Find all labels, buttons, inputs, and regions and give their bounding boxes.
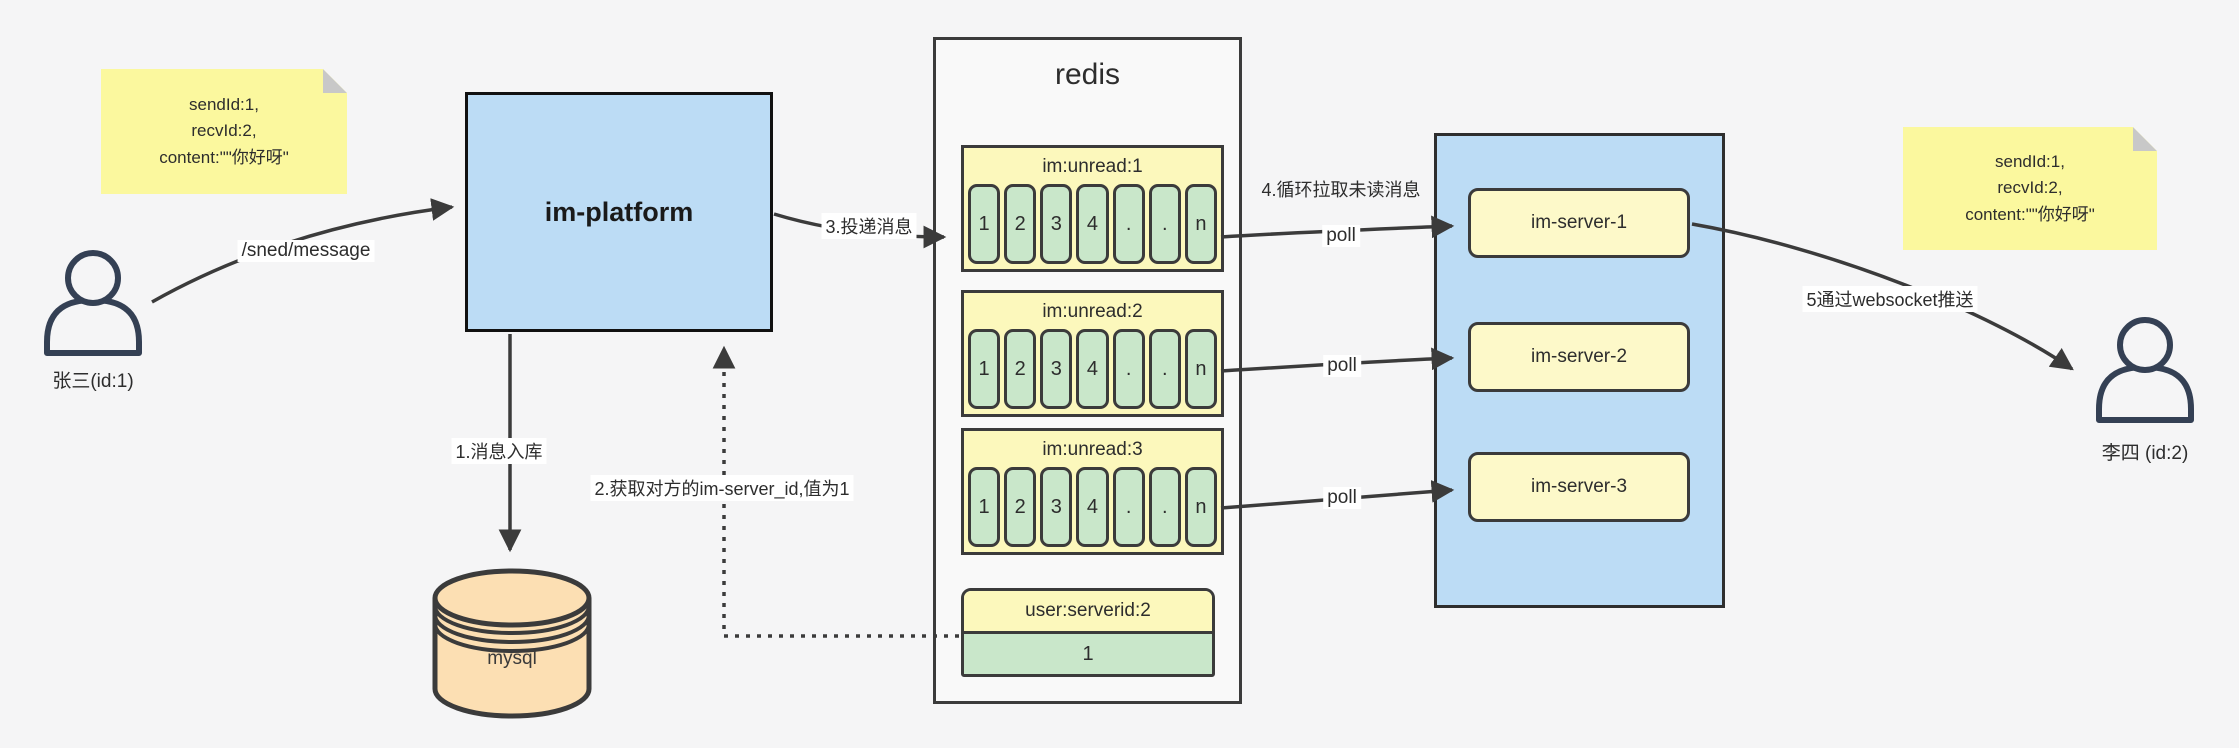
queue-cell: 3 [1040,329,1073,409]
mysql-label: mysql [487,648,537,669]
im-server-1-box: im-server-1 [1468,188,1690,258]
edge-label-store: 1.消息入库 [451,438,547,464]
redis-title: redis [1054,58,1121,91]
redis-kv-user-serverid: user:serverid:2 1 [961,588,1215,677]
note-line: recvId:2, [1997,178,2063,198]
note-line: content:""你好呀" [159,147,289,167]
edge-label-poll-2: poll [1323,355,1361,377]
redis-queue-unread-2: im:unread:2 1 2 3 4 . . n [961,290,1224,417]
im-platform-label: im-platform [544,196,694,227]
im-server-3-box: im-server-3 [1468,452,1690,522]
kv-value: 1 [964,634,1212,674]
note-line: sendId:1, [1995,151,2065,171]
queue-cell: 1 [968,329,1001,409]
queue-cell: 4 [1076,329,1109,409]
queue-cell: . [1148,329,1181,409]
edge-label-pull: 4.循环拉取未读消息 [1261,179,1421,200]
im-server-2-box: im-server-2 [1468,322,1690,392]
queue-cell: 1 [968,184,1001,264]
message-note-right: sendId:1, recvId:2, content:""你好呀" [1903,127,2157,250]
queue-cells: 1 2 3 4 . . n [964,184,1221,269]
note-line: sendId:1, [189,94,259,114]
im-server-cluster: im-server-1 im-server-2 im-server-3 [1434,133,1725,608]
queue-header: im:unread:1 [1042,156,1143,177]
queue-cell: n [1184,467,1217,547]
queue-cell: 4 [1076,467,1109,547]
edge-label-get-serverid: 2.获取对方的im-server_id,值为1 [590,475,854,501]
kv-header: user:serverid:2 [964,591,1212,634]
note-fold-corner [323,69,347,93]
queue-cells: 1 2 3 4 . . n [964,467,1221,552]
note-line: content:""你好呀" [1965,204,2095,224]
message-note-left: sendId:1, recvId:2, content:""你好呀" [101,69,347,194]
queue-cell: 2 [1004,467,1037,547]
edge-label-poll-3: poll [1323,487,1361,509]
user-receiver-icon [2090,317,2200,428]
queue-cell: . [1112,184,1145,264]
note-line: recvId:2, [191,121,257,141]
note-fold-corner [2133,127,2157,151]
note-text: sendId:1, recvId:2, content:""你好呀" [159,92,289,171]
redis-container: redis im:unread:1 1 2 3 4 . . n im:unrea… [933,37,1242,704]
user-sender-label: 张三(id:1) [52,371,134,392]
queue-cell: 3 [1040,184,1073,264]
queue-cell: 2 [1004,329,1037,409]
queue-cell: . [1148,467,1181,547]
user-sender-icon [38,250,148,361]
queue-cell: 1 [968,467,1001,547]
queue-header: im:unread:3 [1042,439,1143,460]
redis-queue-unread-3: im:unread:3 1 2 3 4 . . n [961,428,1224,555]
queue-cells: 1 2 3 4 . . n [964,329,1221,414]
note-text: sendId:1, recvId:2, content:""你好呀" [1965,149,2095,228]
queue-cell: 3 [1040,467,1073,547]
queue-cell: 2 [1004,184,1037,264]
queue-cell: . [1112,329,1145,409]
queue-cell: . [1112,467,1145,547]
queue-header: im:unread:2 [1042,301,1143,322]
edge-label-push: 5通过websocket推送 [1802,286,1978,312]
user-receiver-label: 李四 (id:2) [2101,443,2189,464]
mysql-database-icon [432,568,592,719]
queue-cell: 4 [1076,184,1109,264]
queue-cell: n [1184,184,1217,264]
im-platform-box: im-platform [465,92,773,332]
queue-cell: . [1148,184,1181,264]
redis-queue-unread-1: im:unread:1 1 2 3 4 . . n [961,145,1224,272]
queue-cell: n [1184,329,1217,409]
edge-label-poll-1: poll [1322,225,1360,247]
edge-label-send: /sned/message [237,240,375,262]
edge-label-deliver: 3.投递消息 [821,213,917,239]
